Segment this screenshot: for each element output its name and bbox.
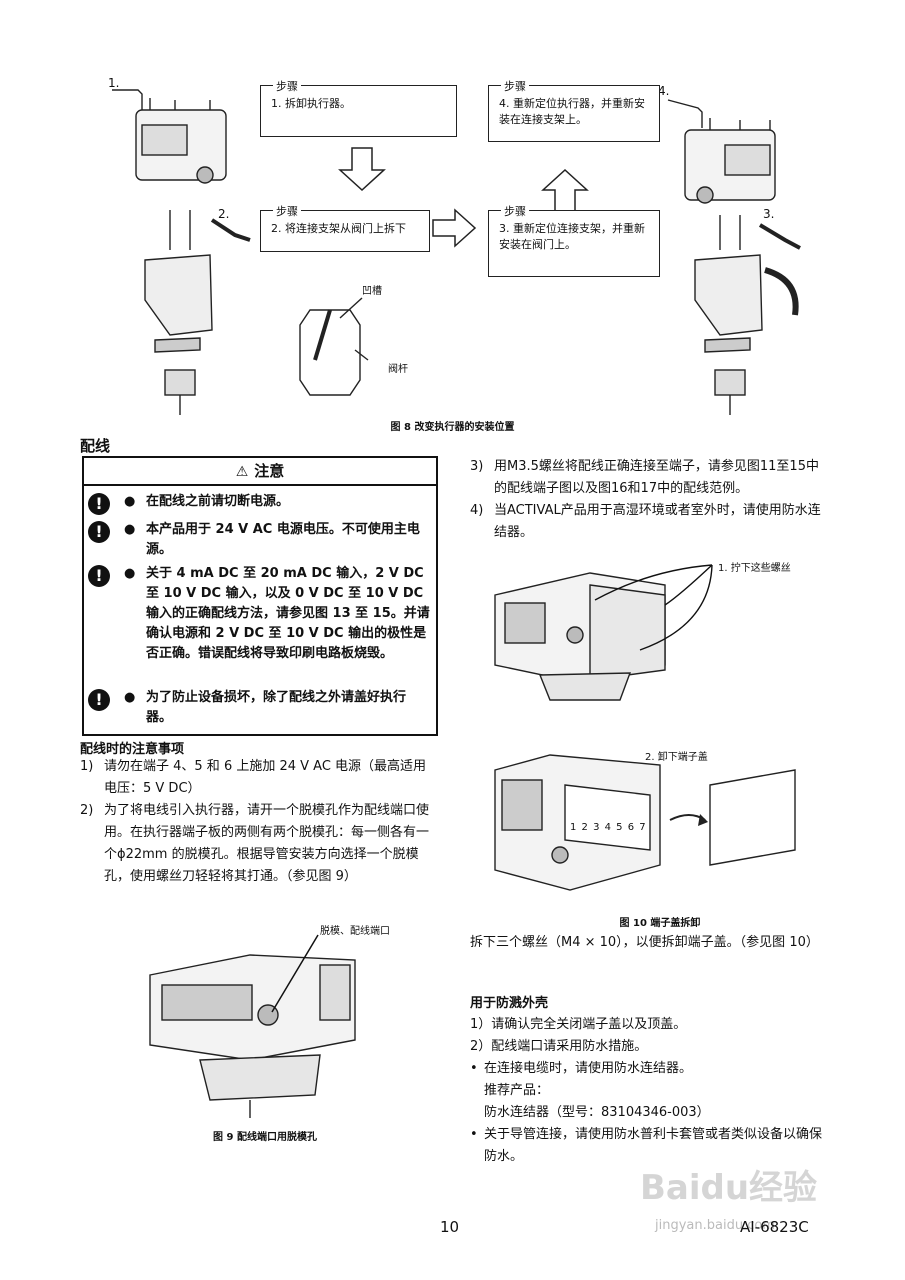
warning-box: ⚠ 注意 ! ● 在配线之前请切断电源。 ! ● 本产品用于 24 V AC 电源… [82,456,438,736]
bullet-icon: ● [124,522,136,537]
fig9-label: 脱模、配线端口 [320,926,390,937]
remove-cover-text: 拆下三个螺丝（M4 × 10），以便拆卸端子盖。（参见图 10） [470,935,819,950]
splash-item: 2）配线端口请采用防水措施。 [470,1039,648,1054]
note-text: 请勿在端子 4、5 和 6 上施加 24 V AC 电源（最高适用电压：5 V … [104,759,427,796]
note-number: 1) [80,759,94,774]
figure-10-bottom: 2. 卸下端子盖 1 2 3 4 5 6 7 [480,740,820,910]
bullet-icon: • [470,1061,478,1076]
figure-8: 1. 2. 3. 4. 步骤 1. 拆卸执行器。 步骤 4. 重新定位执行器，并… [100,70,820,430]
figure-8-drawing [112,89,801,415]
section-title-wiring: 配线 [80,437,111,455]
splash-item: 1）请确认完全关闭端子盖以及顶盖。 [470,1017,687,1032]
warning-text: 为了防止设备损坏，除了配线之外请盖好执行器。 [146,690,407,725]
step-box-title: 步骤 [273,203,301,219]
page-number: 10 [440,1218,460,1236]
warning-header-text: 注意 [254,462,285,480]
figure-9-caption: 图 9 配线端口用脱模孔 [213,1132,317,1143]
wiring-note: 1) 请勿在端子 4、5 和 6 上施加 24 V AC 电源（最高适用电压：5… [80,756,436,800]
fig10-label-screws: 1. 拧下这些螺丝 [718,563,791,574]
bullet-icon: ● [124,566,136,581]
warning-text: 本产品用于 24 V AC 电源电压。不可使用主电源。 [146,522,420,557]
bullet-sub: 防水连结器（型号：83104346-003） [484,1105,710,1120]
warning-item: ! ● 本产品用于 24 V AC 电源电压。不可使用主电源。 [84,520,430,560]
step-box-title: 步骤 [273,78,301,94]
exclamation-icon: ! [88,565,110,587]
splash-bullet: • 关于导管连接，请使用防水普利卡套管或者类似设备以确保防水。 [470,1124,832,1168]
bullet-icon: ● [124,690,136,705]
bullet-icon: ● [124,494,136,509]
bullet-icon: • [470,1127,478,1142]
watermark-sub: jingyan.baidu.com [655,1218,775,1233]
step-box-text: 2. 将连接支架从阀门上拆下 [271,222,406,235]
item-text: 当ACTIVAL产品用于高湿环境或者室外时，请使用防水连结器。 [494,503,821,540]
step-number-3: 3. [763,207,775,221]
item-text: 用M3.5螺丝将配线正确连接至端子，请参见图11至15中的配线端子图以及图16和… [494,459,819,496]
wiring-notes-title: 配线时的注意事项 [80,742,185,757]
step-box-text: 1. 拆卸执行器。 [271,97,351,110]
wiring-note: 2) 为了将电线引入执行器，请开一个脱模孔作为配线端口使用。在执行器端子板的两侧… [80,800,436,888]
step-box-1: 步骤 1. 拆卸执行器。 [260,78,457,137]
splash-title: 用于防溅外壳 [470,996,549,1011]
figure-10-bottom-drawing [494,754,796,891]
step-number-1: 1. [108,76,120,90]
figure-9-drawing [149,934,356,1118]
step-box-text: 4. 重新定位执行器，并重新安装在连接支架上。 [499,97,645,126]
warning-header: ⚠ 注意 [84,458,436,486]
watermark-main: Baidu经验 [640,1168,818,1208]
item-number: 3) [470,459,484,474]
right-item: 3) 用M3.5螺丝将配线正确连接至端子，请参见图11至15中的配线端子图以及图… [470,456,830,500]
step-number-4: 4. [658,84,670,98]
label-stem: 阀杆 [388,364,408,375]
step-box-title: 步骤 [501,78,529,94]
item-number: 4) [470,503,484,518]
exclamation-icon: ! [88,521,110,543]
figure-10-top-drawing [494,564,713,701]
fig10-label-cover: 2. 卸下端子盖 [645,752,708,763]
warning-item: ! ● 为了防止设备损坏，除了配线之外请盖好执行器。 [84,688,430,728]
warning-item: ! ● 关于 4 mA DC 至 20 mA DC 输入，2 V DC 至 10… [84,564,430,684]
warning-item: ! ● 在配线之前请切断电源。 [84,492,430,515]
baidu-watermark: Baidu经验 [640,1160,860,1220]
note-number: 2) [80,803,94,818]
note-text: 为了将电线引入执行器，请开一个脱模孔作为配线端口使用。在执行器端子板的两侧有两个… [104,803,430,884]
bullet-text: 在连接电缆时，请使用防水连结器。 [484,1061,693,1076]
bullet-text: 关于导管连接，请使用防水普利卡套管或者类似设备以确保防水。 [484,1127,823,1164]
exclamation-icon: ! [88,689,110,711]
warning-text: 在配线之前请切断电源。 [146,494,290,509]
step-box-title: 步骤 [501,203,529,219]
label-groove: 凹槽 [362,286,382,297]
warning-triangle-icon: ⚠ [235,464,249,480]
fig10-terminal-numbers: 1 2 3 4 5 6 7 [570,822,647,833]
exclamation-icon: ! [88,493,110,515]
figure-10-top: 1. 拧下这些螺丝 [480,555,820,705]
warning-text: 关于 4 mA DC 至 20 mA DC 输入，2 V DC 至 10 V D… [146,566,430,661]
step-box-2: 步骤 2. 将连接支架从阀门上拆下 [260,203,430,252]
figure-8-caption: 图 8 改变执行器的安装位置 [390,422,515,433]
doc-code: AI-6823C [740,1218,809,1236]
step-number-2: 2. [218,207,230,221]
figure-10-caption: 图 10 端子盖拆卸 [619,918,701,929]
step-box-3: 步骤 3. 重新定位连接支架，并重新安装在阀门上。 [488,203,660,277]
step-box-4: 步骤 4. 重新定位执行器，并重新安装在连接支架上。 [488,78,660,142]
figure-9: 脱模、配线端口 [140,920,430,1120]
right-item: 4) 当ACTIVAL产品用于高湿环境或者室外时，请使用防水连结器。 [470,500,830,544]
splash-bullet: • 在连接电缆时，请使用防水连结器。 推荐产品： 防水连结器（型号：831043… [470,1058,832,1124]
bullet-sub: 推荐产品： [484,1083,550,1098]
step-box-text: 3. 重新定位连接支架，并重新安装在阀门上。 [499,222,645,251]
